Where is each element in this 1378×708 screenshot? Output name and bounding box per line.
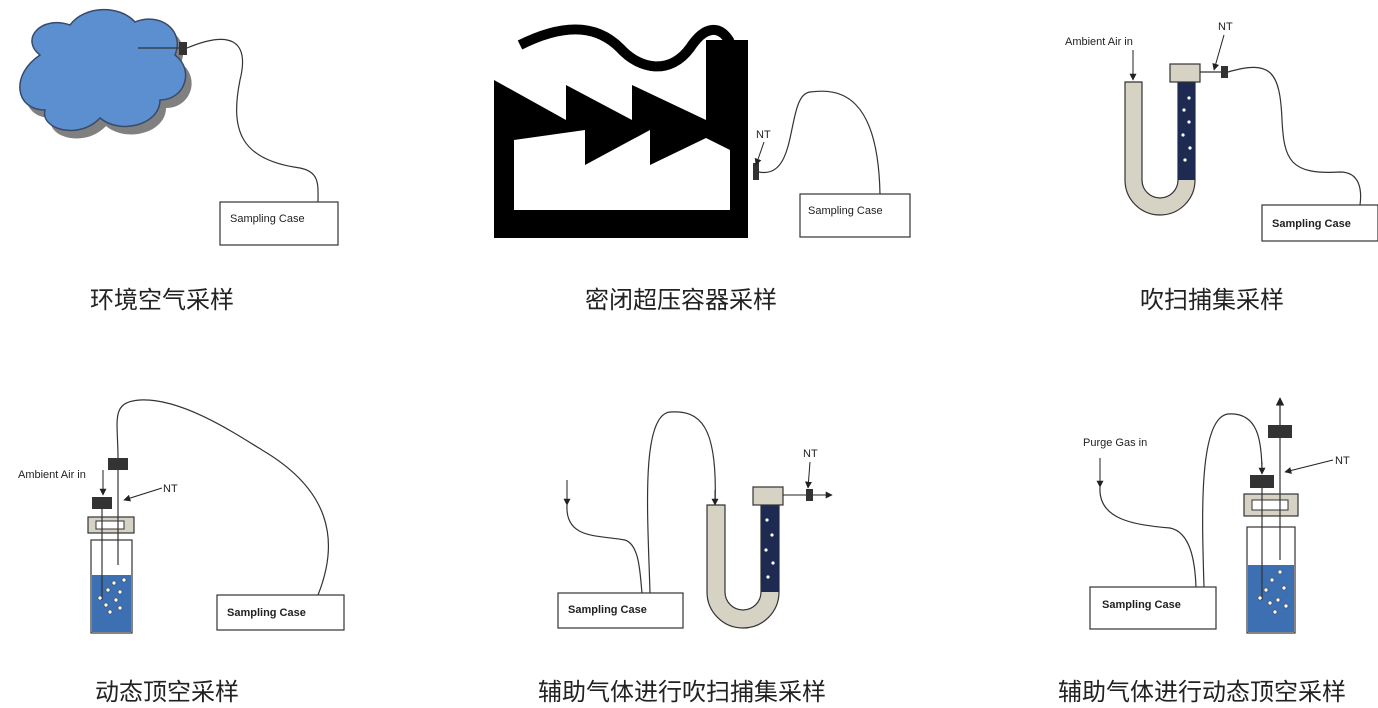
caption: 动态顶空采样 (95, 678, 239, 706)
nt-label: NT (1218, 21, 1233, 33)
liquid (92, 575, 131, 632)
sampling-case-box (1261, 204, 1378, 242)
sampling-case-box (1089, 586, 1217, 630)
sampling-case-label: Sampling Case (1102, 599, 1181, 611)
connector (1250, 475, 1274, 488)
sampling-case-label: Sampling Case (227, 607, 306, 619)
panel-assisted-purge-trap: Sampling Case NT 辅助气体进行吹扫捕集采样 (538, 411, 833, 706)
connector (108, 458, 128, 470)
panel-assisted-dynamic-headspace: Purge Gas in Sampling Case NT 辅助气体进行动态顶空… (1058, 397, 1350, 706)
panel-ambient-air: Sampling Case 环境空气采样 (19, 8, 339, 314)
sampling-tube (1227, 66, 1362, 206)
inlet-label: Ambient Air in (18, 469, 86, 481)
sampling-case-box (557, 592, 684, 629)
caption: 密闭超压容器采样 (585, 286, 777, 314)
cloud-icon (19, 8, 192, 139)
sampling-case-label: Sampling Case (230, 213, 305, 225)
sampling-case-label: Sampling Case (568, 604, 647, 616)
factory-icon (494, 40, 748, 238)
nt-label: NT (803, 448, 818, 460)
panel-dynamic-headspace: Ambient Air in NT Sampling Case 动态顶空采样 (18, 399, 345, 706)
sampling-case-label: Sampling Case (1272, 218, 1351, 230)
nt-arrow (804, 461, 812, 489)
purge-gas-line (1099, 486, 1197, 588)
sampling-case-label: Sampling Case (808, 205, 883, 217)
caption: 环境空气采样 (90, 286, 234, 314)
connector (92, 497, 112, 509)
nt-label: NT (756, 129, 771, 141)
sampling-case-box (216, 594, 345, 631)
caption: 辅助气体进行吹扫捕集采样 (538, 678, 826, 706)
caption: 吹扫捕集采样 (1140, 286, 1284, 314)
panel-purge-trap: Ambient Air in NT Sampling Case 吹扫捕集采样 (1065, 21, 1378, 314)
sampling-tube (1202, 413, 1263, 588)
sampling-tube (186, 38, 319, 203)
nt-arrow (1284, 459, 1334, 474)
connector (179, 42, 187, 55)
nt-arrow (754, 141, 765, 166)
connector (1268, 425, 1292, 438)
sampling-tube (758, 90, 881, 195)
sampling-case-box (799, 193, 911, 238)
panel-pressurized-container: NT Sampling Case 密闭超压容器采样 (494, 24, 911, 314)
connector (806, 489, 813, 501)
sampling-tube (116, 399, 330, 596)
trap-sorbent (761, 505, 779, 592)
sampling-case-box (219, 201, 339, 246)
trap-cap (752, 486, 784, 506)
trap-sorbent (1178, 82, 1195, 180)
nt-label: NT (163, 483, 178, 495)
connector (753, 163, 759, 180)
connector (1221, 66, 1228, 78)
sampling-tube (646, 411, 716, 594)
inlet-label: Purge Gas in (1083, 437, 1147, 449)
nt-arrow (1212, 34, 1225, 71)
inlet-label: Ambient Air in (1065, 36, 1133, 48)
nt-label: NT (1335, 455, 1350, 467)
liquid (1248, 565, 1294, 632)
smoke-icon (517, 24, 735, 72)
trap-cap (1169, 63, 1201, 83)
caption: 辅助气体进行动态顶空采样 (1058, 678, 1346, 706)
nt-arrow (123, 487, 163, 502)
purge-gas-line (566, 504, 643, 594)
